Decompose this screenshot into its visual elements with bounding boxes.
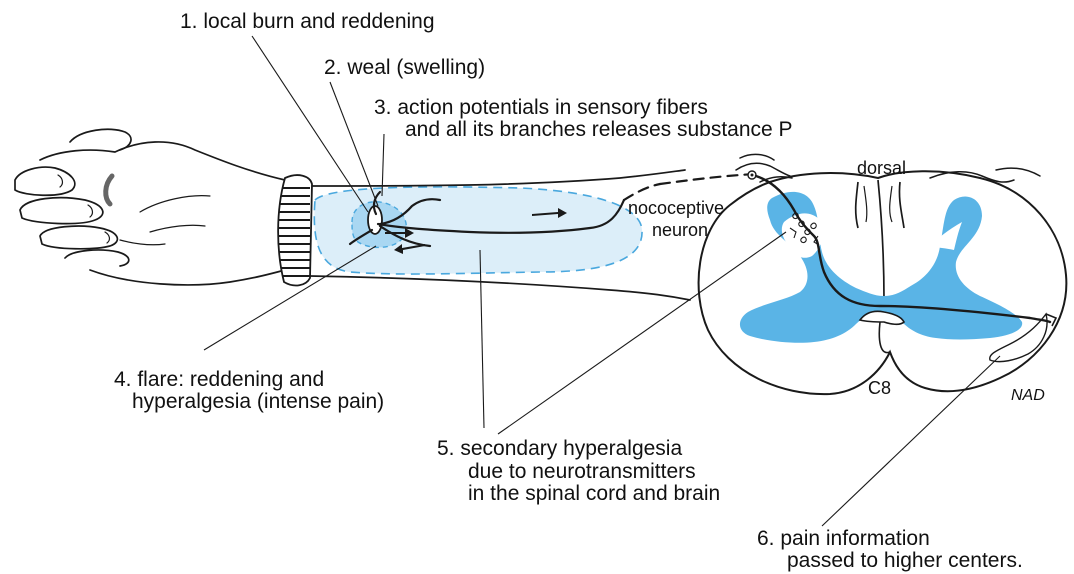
label-step3-line1: 3. action potentials in sensory fibers bbox=[374, 96, 708, 119]
label-step6-line2: passed to higher centers. bbox=[787, 549, 1023, 572]
label-step3-line2: and all its branches releases substance … bbox=[405, 118, 793, 141]
label-step5-line1: 5. secondary hyperalgesia bbox=[437, 437, 682, 460]
label-nociceptive-line1: nococeptive bbox=[628, 198, 724, 219]
label-step4-line2: hyperalgesia (intense pain) bbox=[132, 390, 384, 413]
label-step5-line2: due to neurotransmitters bbox=[468, 460, 696, 483]
label-segment-c8: C8 bbox=[868, 378, 891, 399]
label-dorsal: dorsal bbox=[857, 158, 906, 179]
label-step6-line1: 6. pain information bbox=[757, 527, 930, 550]
wristband bbox=[278, 175, 312, 285]
label-step4-line1: 4. flare: reddening and bbox=[114, 368, 324, 391]
label-step5-line3: in the spinal cord and brain bbox=[468, 482, 720, 505]
spinal-cord-section bbox=[699, 154, 1067, 394]
signature-nad: NAD bbox=[1011, 384, 1045, 407]
label-step2: 2. weal (swelling) bbox=[324, 56, 485, 79]
label-nociceptive-line2: neuron bbox=[652, 220, 708, 241]
label-step1: 1. local burn and reddening bbox=[180, 10, 435, 33]
